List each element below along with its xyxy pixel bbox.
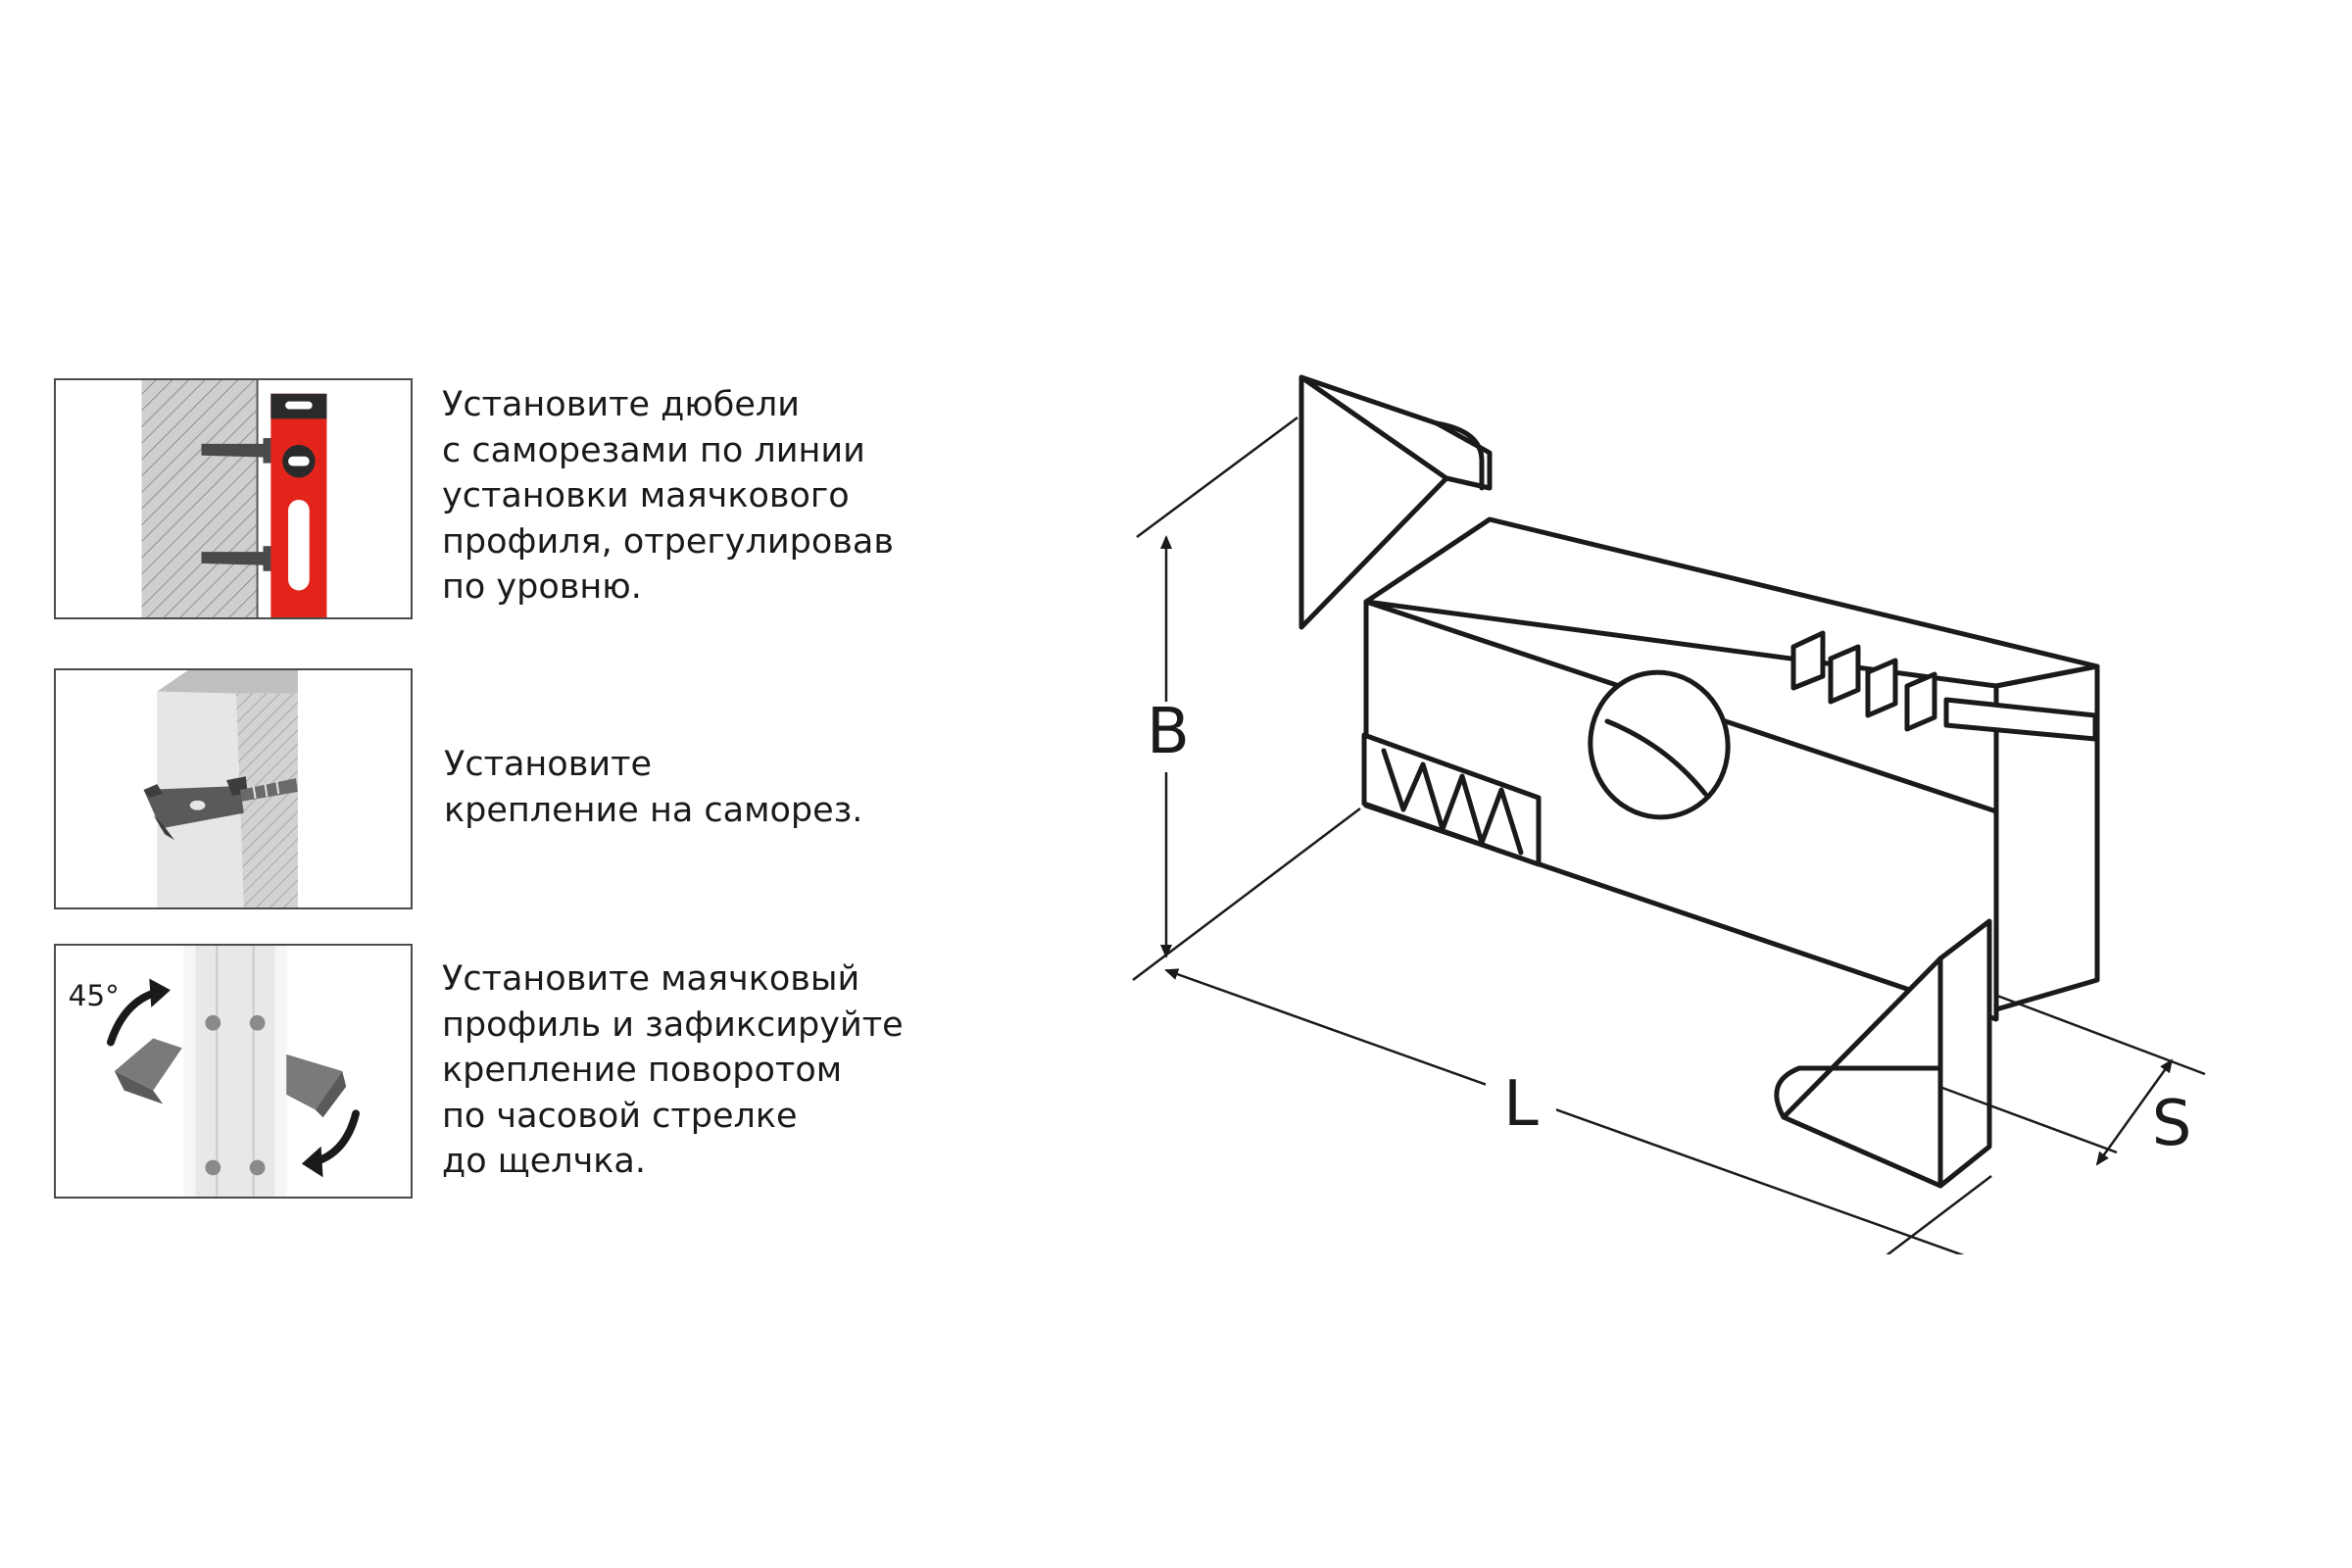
dowel-level-icon (141, 380, 327, 617)
bracket-screw-icon (143, 670, 298, 907)
step-2-illustration (54, 668, 413, 909)
profile-rotate-icon: 45° (69, 946, 360, 1197)
dimension-s-label: S (2152, 1088, 2192, 1160)
step-1-text: Установите дюбели с саморезами по линии … (442, 385, 894, 607)
dimension-b-label: B (1147, 696, 1190, 768)
fastener-technical-drawing: B L S (1078, 333, 2254, 1254)
step-2-text: Установите крепление на саморез. (444, 745, 863, 830)
fastener-isometric-drawing: B L S (1132, 374, 2206, 1254)
step-1-illustration (54, 378, 413, 619)
step-3-illustration: 45° (54, 944, 413, 1199)
step-3-text: Установите маячковый профиль и зафиксиру… (442, 959, 904, 1181)
dimension-l-label: L (1503, 1068, 1539, 1141)
angle-label: 45° (69, 979, 120, 1012)
